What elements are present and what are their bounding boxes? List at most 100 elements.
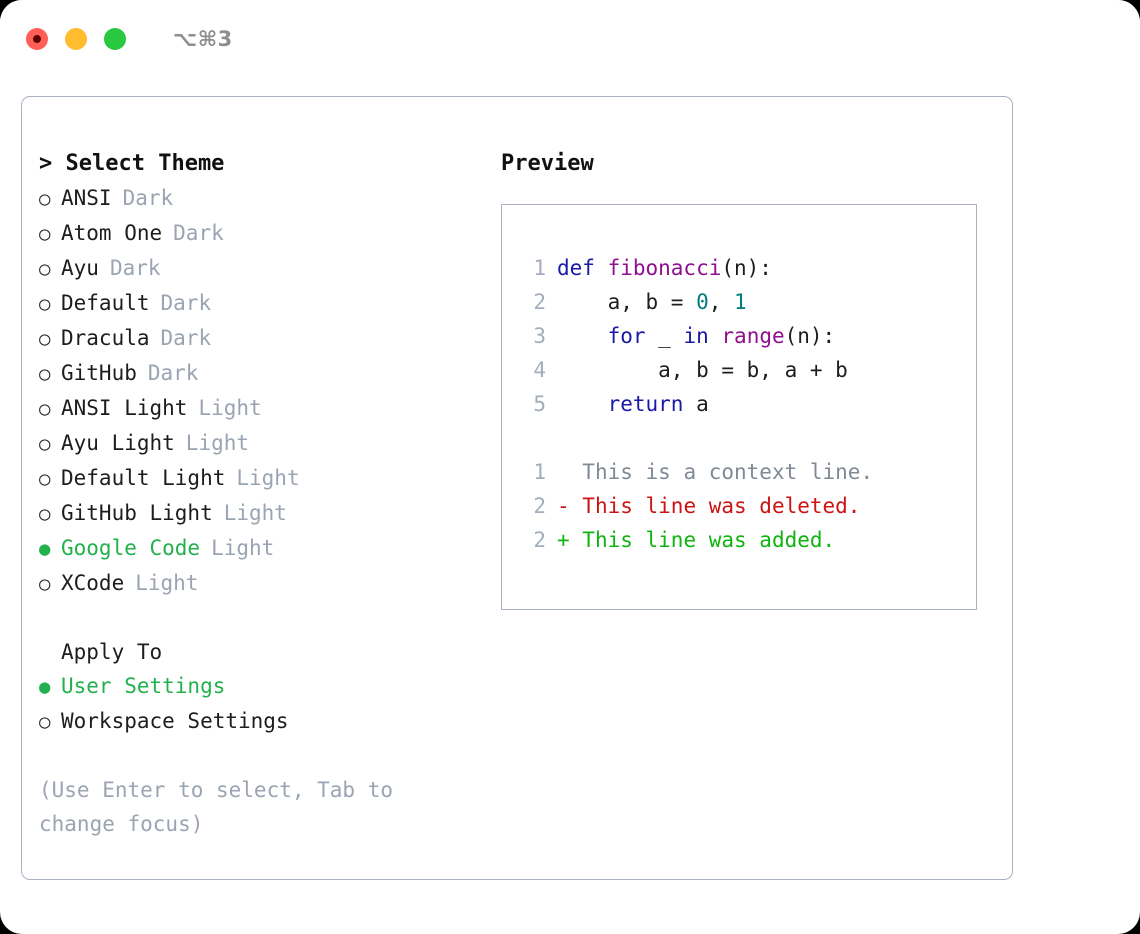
- token-plain: (n):: [784, 324, 836, 348]
- token-keyword: in: [683, 324, 709, 348]
- theme-option-default-light[interactable]: ○ Default Light Light: [39, 461, 499, 496]
- radio-icon: ○: [39, 328, 51, 350]
- theme-selector-panel: > Select Theme ○ ANSI Dark ○ Atom One Da…: [21, 96, 1013, 880]
- code-content: a, b = 0, 1: [557, 285, 747, 319]
- code-content: a, b = b, a + b: [557, 353, 848, 387]
- token-keyword: return: [607, 392, 684, 416]
- radio-icon: ○: [39, 503, 51, 525]
- theme-option-github-light[interactable]: ○ GitHub Light Light: [39, 496, 499, 531]
- theme-category: Dark: [122, 186, 174, 210]
- radio-icon: ○: [39, 258, 51, 280]
- theme-name: GitHub Light: [61, 501, 213, 525]
- diff-sign: [557, 455, 582, 489]
- apply-to-label: User Settings: [61, 674, 226, 698]
- token-number: 1: [734, 290, 747, 314]
- theme-category: Dark: [160, 291, 212, 315]
- window-titlebar: ⌥⌘3: [0, 0, 1140, 78]
- select-theme-heading: > Select Theme: [39, 151, 225, 176]
- preview-column: Preview 1 def fibonacci(n): 2 a, b = 0, …: [501, 147, 991, 610]
- code-content: def fibonacci(n):: [557, 251, 772, 285]
- close-button[interactable]: [26, 28, 48, 50]
- theme-option-ayu[interactable]: ○ Ayu Dark: [39, 251, 499, 286]
- theme-name: ANSI Light: [61, 396, 188, 420]
- theme-list-column: > Select Theme ○ ANSI Dark ○ Atom One Da…: [39, 147, 499, 841]
- line-number: 1: [533, 256, 546, 280]
- line-number: 2: [533, 494, 546, 518]
- minimize-button[interactable]: [65, 28, 87, 50]
- line-number: 2: [533, 528, 546, 552]
- code-line: 1 def fibonacci(n):: [502, 251, 976, 285]
- diff-separator: [502, 421, 976, 455]
- theme-option-xcode[interactable]: ○ XCode Light: [39, 566, 499, 601]
- code-line: 4 a, b = b, a + b: [502, 353, 976, 387]
- radio-icon: ○: [39, 468, 51, 490]
- theme-option-dracula[interactable]: ○ Dracula Dark: [39, 321, 499, 356]
- maximize-button[interactable]: [104, 28, 126, 50]
- token-plain: a: [683, 392, 709, 416]
- theme-name: Google Code: [61, 536, 201, 560]
- diff-sign: +: [557, 528, 583, 552]
- line-number: 3: [533, 324, 546, 348]
- radio-icon: ○: [39, 363, 51, 385]
- line-number: 4: [533, 358, 546, 382]
- token-keyword: for: [607, 324, 646, 348]
- theme-name: Default: [61, 291, 150, 315]
- apply-to-option-workspace-settings[interactable]: ○ Workspace Settings: [39, 704, 499, 739]
- diff-content: This line was deleted.: [582, 494, 861, 518]
- theme-option-ayu-light[interactable]: ○ Ayu Light Light: [39, 426, 499, 461]
- diff-line-deleted: 2 - This line was deleted.: [502, 489, 976, 523]
- theme-name: XCode: [61, 571, 125, 595]
- radio-icon: ○: [39, 223, 51, 245]
- theme-category: Light: [223, 501, 287, 525]
- token-function: fibonacci: [607, 256, 722, 280]
- code-line: 5 return a: [502, 387, 976, 421]
- line-number: 2: [533, 290, 546, 314]
- token-plain: ,: [708, 290, 735, 314]
- theme-name: Default Light: [61, 466, 226, 490]
- radio-icon-selected: ●: [39, 676, 51, 698]
- keyboard-shortcut-label: ⌥⌘3: [173, 27, 233, 51]
- line-number: 1: [533, 460, 546, 484]
- theme-option-atom-one[interactable]: ○ Atom One Dark: [39, 216, 499, 251]
- preview-heading: Preview: [501, 151, 594, 176]
- code-content: for _ in range(n):: [557, 319, 836, 353]
- theme-category: Light: [185, 431, 250, 455]
- theme-option-ansi[interactable]: ○ ANSI Dark: [39, 181, 499, 216]
- theme-category: Dark: [160, 326, 212, 350]
- token-plain: a, b =: [557, 290, 697, 314]
- code-line: 2 a, b = 0, 1: [502, 285, 976, 319]
- theme-category: Light: [236, 466, 300, 490]
- theme-option-github[interactable]: ○ GitHub Dark: [39, 356, 499, 391]
- code-line: 3 for _ in range(n):: [502, 319, 976, 353]
- theme-name: Ayu Light: [61, 431, 175, 455]
- diff-content: This line was added.: [582, 528, 836, 552]
- theme-category: Light: [198, 396, 262, 420]
- diff-line-added: 2 + This line was added.: [502, 523, 976, 557]
- token-plain: [557, 324, 608, 348]
- radio-icon: ○: [39, 433, 51, 455]
- radio-icon: ○: [39, 398, 51, 420]
- theme-name: Ayu: [61, 256, 99, 280]
- theme-option-google-code[interactable]: ● Google Code Light: [39, 531, 499, 566]
- theme-option-ansi-light[interactable]: ○ ANSI Light Light: [39, 391, 499, 426]
- radio-icon: ○: [39, 293, 51, 315]
- code-preview-box: 1 def fibonacci(n): 2 a, b = 0, 1 3 for …: [501, 204, 977, 610]
- token-plain: a, b = b, a + b: [557, 358, 848, 382]
- theme-name: Dracula: [61, 326, 150, 350]
- radio-icon: ○: [39, 711, 51, 733]
- token-plain: [709, 324, 722, 348]
- list-spacer: [39, 601, 499, 635]
- code-content: return a: [557, 387, 709, 421]
- traffic-lights: [26, 28, 126, 50]
- line-number: 5: [533, 392, 546, 416]
- apply-to-option-user-settings[interactable]: ● User Settings: [39, 669, 499, 704]
- token-keyword: def: [557, 256, 608, 280]
- theme-name: GitHub: [61, 361, 137, 385]
- theme-category: Dark: [147, 361, 199, 385]
- token-function: range: [721, 324, 785, 348]
- radio-icon-selected: ●: [39, 538, 51, 560]
- theme-name: Atom One: [61, 221, 163, 245]
- theme-name: ANSI: [61, 186, 112, 210]
- theme-option-default[interactable]: ○ Default Dark: [39, 286, 499, 321]
